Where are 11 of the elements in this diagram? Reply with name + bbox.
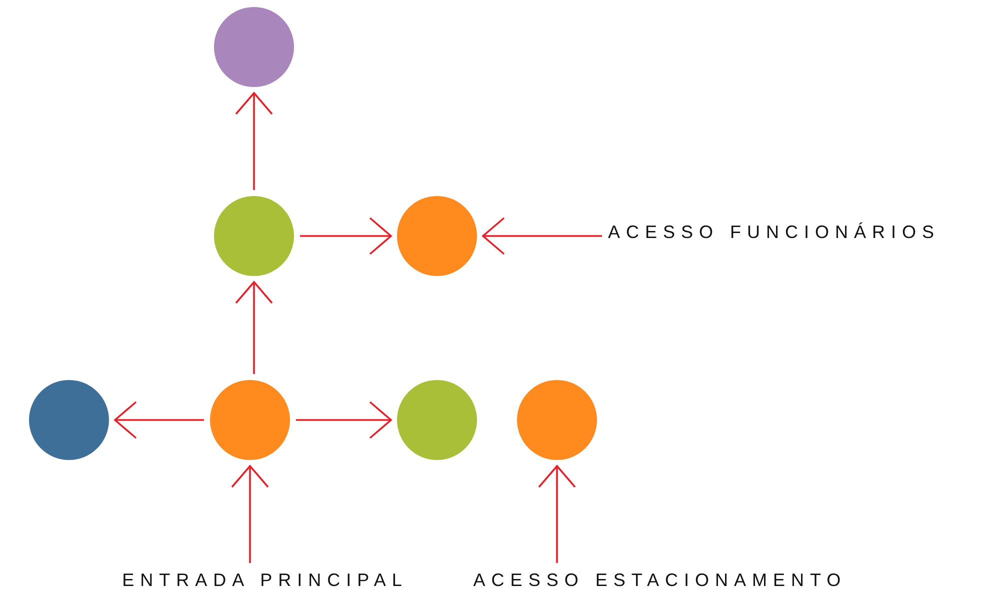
- arrow: [296, 401, 392, 439]
- entrance-label: ACESSO ESTACIONAMENTO: [473, 569, 847, 591]
- entrance-label: ENTRADA PRINCIPAL: [122, 569, 408, 591]
- arrow: [235, 281, 273, 374]
- arrow: [231, 465, 269, 563]
- entrance-label: ACESSO FUNCIONÁRIOS: [608, 221, 940, 243]
- arrow: [482, 217, 602, 255]
- arrow: [300, 217, 392, 255]
- arrow: [235, 92, 273, 190]
- arrow: [538, 465, 576, 563]
- arrow: [114, 401, 204, 439]
